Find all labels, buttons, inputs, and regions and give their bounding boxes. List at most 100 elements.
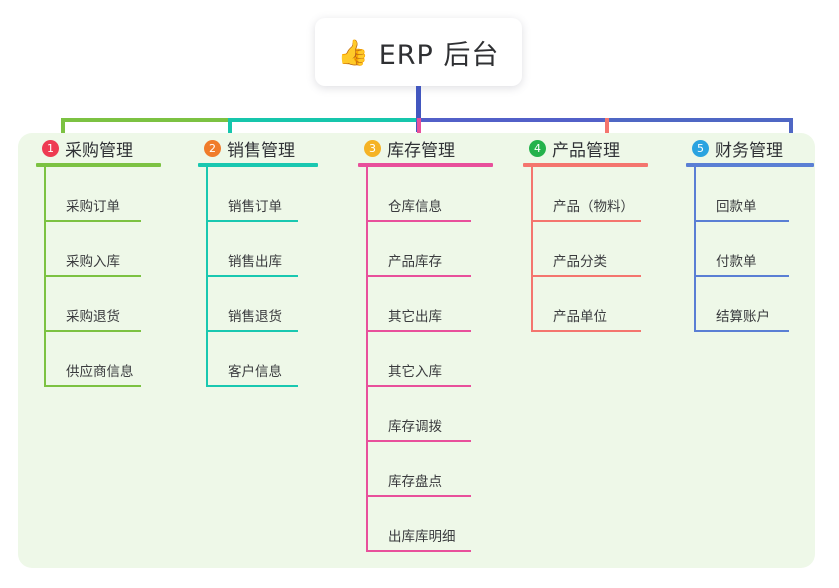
column-spine [694,167,696,332]
leaf-item-rule [366,440,471,442]
column-header-rule [358,163,493,167]
leaf-item-rule [366,220,471,222]
column-header[interactable]: 3 库存管理 [358,133,518,163]
leaf-item-rule [366,275,471,277]
trunk-segment-2 [228,118,418,122]
leaf-item[interactable]: 产品（物料） [531,167,683,222]
trunk-segment-4 [603,118,793,122]
leaf-item-rule [44,385,141,387]
leaf-item-label: 回款单 [716,199,757,215]
leaf-item[interactable]: 出库库明细 [366,497,518,552]
leaf-item[interactable]: 其它出库 [366,277,518,332]
leaf-item-label: 结算账户 [716,309,770,325]
leaf-item[interactable]: 采购订单 [44,167,196,222]
thumbs-up-icon: 👍 [337,37,369,67]
leaf-item-rule [366,550,471,552]
leaf-item-rule [44,220,141,222]
leaf-item-rule [531,220,641,222]
leaf-item-rule [44,275,141,277]
leaf-item-rule [366,495,471,497]
column-销售管理: 2 销售管理销售订单销售出库销售退货客户信息 [198,133,358,387]
trunk-segment-3 [416,118,605,122]
column-header[interactable]: 1 采购管理 [36,133,196,163]
column-spine [366,167,368,552]
leaf-item[interactable]: 产品库存 [366,222,518,277]
leaf-item-rule [206,385,298,387]
leaf-item-rule [206,275,298,277]
leaf-item-rule [366,330,471,332]
column-header[interactable]: 2 销售管理 [198,133,358,163]
leaf-item-label: 产品（物料） [553,199,634,215]
root-stem-connector [416,86,421,132]
leaf-item-label: 客户信息 [228,364,282,380]
leaf-item-label: 库存调拨 [388,419,442,435]
leaf-item-label: 其它入库 [388,364,442,380]
column-items: 销售订单销售出库销售退货客户信息 [198,167,358,387]
leaf-item-label: 销售退货 [228,309,282,325]
leaf-item-label: 产品库存 [388,254,442,270]
leaf-item[interactable]: 库存调拨 [366,387,518,442]
leaf-item[interactable]: 库存盘点 [366,442,518,497]
column-采购管理: 1 采购管理采购订单采购入库采购退货供应商信息 [36,133,196,387]
leaf-item-label: 采购退货 [66,309,120,325]
column-spine [206,167,208,387]
leaf-item-label: 销售出库 [228,254,282,270]
leaf-item-label: 销售订单 [228,199,282,215]
leaf-item-rule [531,275,641,277]
leaf-item-rule [44,330,141,332]
root-node[interactable]: 👍 ERP 后台 [315,18,522,86]
leaf-item[interactable]: 客户信息 [206,332,358,387]
diagram-panel: 1 采购管理采购订单采购入库采购退货供应商信息 2 销售管理销售订单销售出库销售退货客… [18,133,815,568]
leaf-item-rule [694,275,789,277]
leaf-item-rule [206,220,298,222]
column-spine [44,167,46,387]
column-index-badge: 3 [364,139,381,157]
column-header[interactable]: 5 财务管理 [686,133,839,163]
leaf-item-rule [531,330,641,332]
leaf-item[interactable]: 回款单 [694,167,839,222]
column-header-rule [198,163,318,167]
column-items: 仓库信息产品库存其它出库其它入库库存调拨库存盘点出库库明细 [358,167,518,552]
leaf-item[interactable]: 销售退货 [206,277,358,332]
column-index-badge: 2 [204,139,221,157]
leaf-item-label: 采购订单 [66,199,120,215]
leaf-item-label: 付款单 [716,254,757,270]
leaf-item[interactable]: 仓库信息 [366,167,518,222]
root-title: ERP 后台 [378,39,500,71]
column-header-rule [36,163,161,167]
leaf-item[interactable]: 产品单位 [531,277,683,332]
column-index-badge: 1 [42,139,59,157]
column-index-badge: 5 [692,139,709,157]
leaf-item[interactable]: 采购退货 [44,277,196,332]
column-title: 财务管理 [715,140,783,161]
leaf-item-label: 产品单位 [553,309,607,325]
leaf-item-label: 供应商信息 [66,364,134,380]
leaf-item[interactable]: 销售订单 [206,167,358,222]
leaf-item-label: 库存盘点 [388,474,442,490]
trunk-segment-1 [61,118,230,122]
leaf-item-label: 产品分类 [553,254,607,270]
column-title: 销售管理 [227,140,295,161]
leaf-item[interactable]: 销售出库 [206,222,358,277]
column-index-badge: 4 [529,139,546,157]
leaf-item[interactable]: 付款单 [694,222,839,277]
leaf-item[interactable]: 产品分类 [531,222,683,277]
leaf-item[interactable]: 其它入库 [366,332,518,387]
column-财务管理: 5 财务管理回款单付款单结算账户 [686,133,839,332]
column-库存管理: 3 库存管理仓库信息产品库存其它出库其它入库库存调拨库存盘点出库库明细 [358,133,518,552]
leaf-item-label: 其它出库 [388,309,442,325]
leaf-item-label: 出库库明细 [388,529,456,545]
leaf-item-rule [694,330,789,332]
leaf-item-rule [366,385,471,387]
column-title: 库存管理 [387,140,455,161]
leaf-item[interactable]: 结算账户 [694,277,839,332]
leaf-item[interactable]: 采购入库 [44,222,196,277]
column-items: 产品（物料） 产品分类产品单位 [523,167,683,332]
leaf-item-label: 采购入库 [66,254,120,270]
column-title: 采购管理 [65,140,133,161]
column-header-rule [523,163,648,167]
leaf-item-rule [694,220,789,222]
leaf-item[interactable]: 供应商信息 [44,332,196,387]
